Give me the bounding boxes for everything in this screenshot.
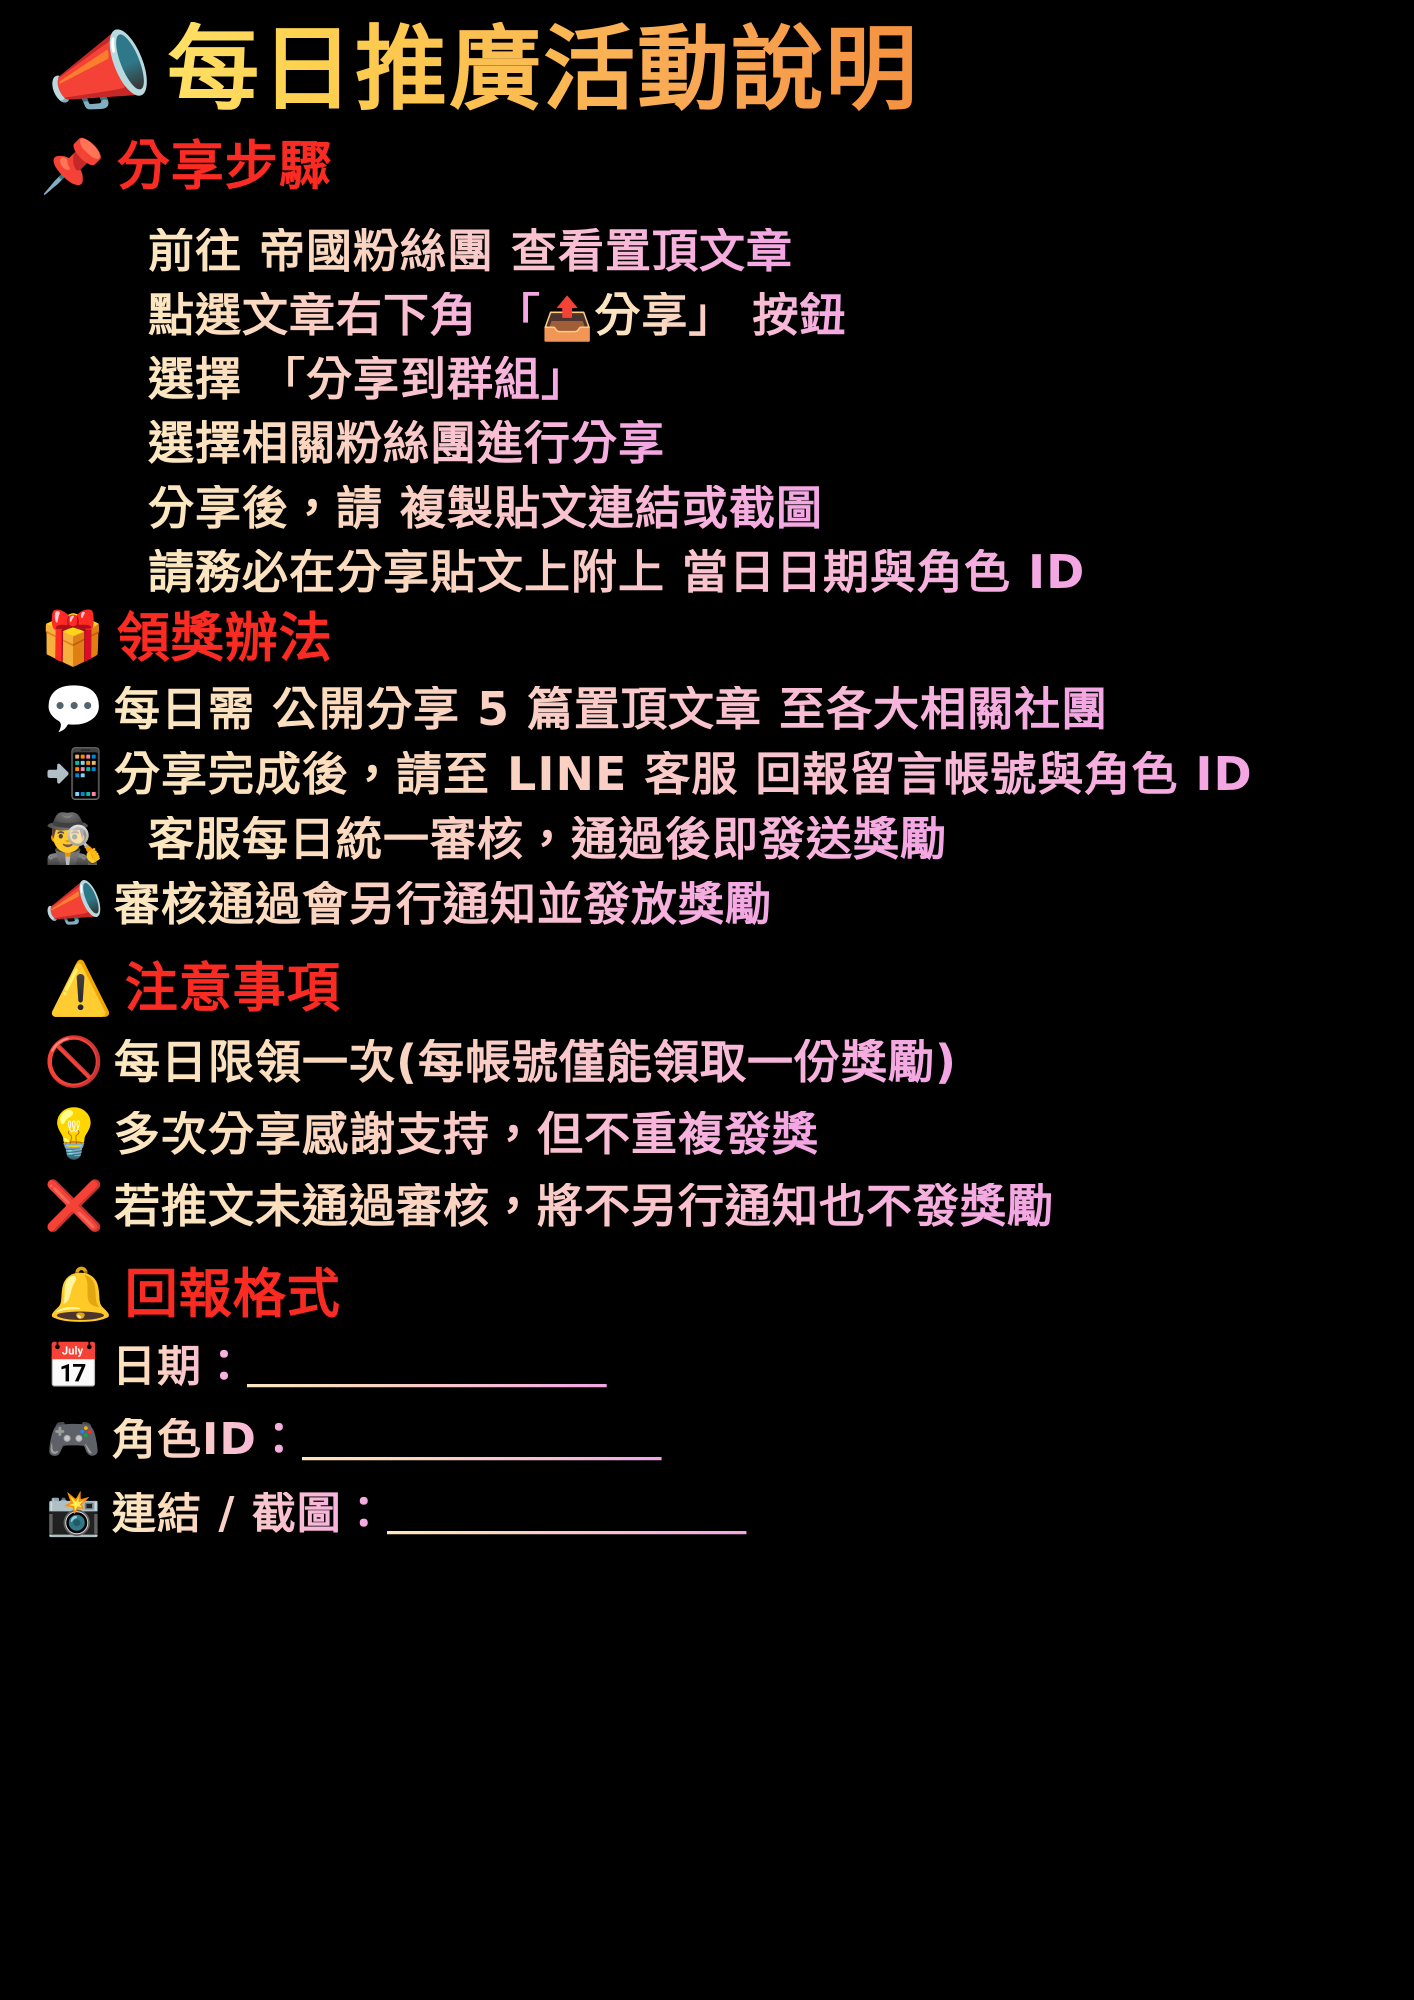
section-heading-claim-method: 🎁 領獎辦法 xyxy=(40,612,333,665)
video-game-icon: 🎮 xyxy=(46,1414,101,1465)
list-item-text: 分享完成後，請至 LINE 客服 回報留言帳號與角色 ID xyxy=(114,747,1253,801)
form-blank-date[interactable]: ＿＿＿＿＿＿＿＿ xyxy=(247,1341,607,1392)
section-title-share-steps: 分享步驟 xyxy=(116,136,333,197)
section-heading-notices: ⚠️ 注意事項 xyxy=(48,962,341,1015)
detective-man-icon: 🕵️‍♂️ xyxy=(44,811,106,867)
step-item: 分享後，請 複製貼文連結或截圖 xyxy=(148,481,824,535)
step-item: 前往 帝國粉絲團 查看置頂文章 xyxy=(148,224,794,278)
warning-icon: ⚠️ xyxy=(48,958,113,1019)
calendar-icon: 📅 xyxy=(46,1341,101,1392)
gift-icon: 🎁 xyxy=(40,608,105,669)
section-title-report-format: 回報格式 xyxy=(124,1264,341,1325)
pushpin-icon: 📌 xyxy=(40,136,105,197)
step-item: 點選文章右下角 「📤 分享」 按鈕 xyxy=(148,292,846,340)
list-item: 📣 審核通過會另行通知並發放獎勵 xyxy=(44,880,772,928)
form-label-link-screenshot: 連結 / 截圖： xyxy=(112,1488,387,1539)
step-item: 請務必在分享貼文上附上 當日日期與角色 ID xyxy=(148,545,1086,599)
list-item-text: 審核通過會另行通知並發放獎勵 xyxy=(114,877,772,931)
list-item-text: 客服每日統一審核，通過後即發送獎勵 xyxy=(148,812,947,866)
step-item: 選擇相關粉絲團進行分享 xyxy=(148,416,665,470)
list-item-text: 每日需 公開分享 5 篇置頂文章 至各大相關社團 xyxy=(114,682,1109,736)
form-row-date: 📅 日期： ＿＿＿＿＿＿＿＿ xyxy=(46,1345,607,1389)
step-item: 選擇 「分享到群組」 xyxy=(148,352,589,406)
list-item-text: 每日限領一次(每帳號僅能領取一份獎勵) xyxy=(114,1035,958,1089)
camera-flash-icon: 📸 xyxy=(46,1488,101,1539)
section-title-claim-method: 領獎辦法 xyxy=(116,608,333,669)
list-item: ❌ 若推文未通過審核，將不另行通知也不發獎勵 xyxy=(44,1182,1054,1230)
list-item-text: 若推文未通過審核，將不另行通知也不發獎勵 xyxy=(114,1179,1054,1233)
page-header: 📣 每日推廣活動說明 xyxy=(46,10,919,130)
form-blank-link-screenshot[interactable]: ＿＿＿＿＿＿＿＿ xyxy=(386,1488,747,1539)
form-label-date: 日期： xyxy=(112,1341,247,1392)
list-item: 🚫 每日限領一次(每帳號僅能領取一份獎勵) xyxy=(44,1038,957,1086)
step-text-prefix: 點選文章右下角 「 xyxy=(148,288,542,342)
cross-mark-icon: ❌ xyxy=(44,1178,104,1234)
form-row-link-screenshot: 📸 連結 / 截圖： ＿＿＿＿＿＿＿＿ xyxy=(46,1492,747,1536)
megaphone-icon: 📣 xyxy=(44,876,104,932)
speech-balloon-icon: 💬 xyxy=(44,681,104,737)
form-label-character-id: 角色ID： xyxy=(112,1414,302,1465)
outbox-tray-icon: 📤 xyxy=(541,294,595,343)
list-item: 📲 分享完成後，請至 LINE 客服 回報留言帳號與角色 ID xyxy=(44,750,1253,798)
step-text-suffix: 分享」 按鈕 xyxy=(594,288,847,342)
section-heading-share-steps: 📌 分享步驟 xyxy=(40,140,333,193)
list-item: 💬 每日需 公開分享 5 篇置頂文章 至各大相關社團 xyxy=(44,685,1108,733)
section-title-notices: 注意事項 xyxy=(124,958,341,1019)
form-row-character-id: 🎮 角色ID： ＿＿＿＿＿＿＿＿ xyxy=(46,1418,662,1462)
megaphone-icon: 📣 xyxy=(46,22,154,122)
light-bulb-icon: 💡 xyxy=(44,1106,104,1162)
bell-icon: 🔔 xyxy=(48,1264,113,1325)
form-blank-character-id[interactable]: ＿＿＿＿＿＿＿＿ xyxy=(301,1414,662,1465)
section-heading-report-format: 🔔 回報格式 xyxy=(48,1268,341,1321)
prohibited-icon: 🚫 xyxy=(44,1034,104,1090)
page-title: 每日推廣活動說明 xyxy=(167,15,920,123)
list-item-text: 多次分享感謝支持，但不重複發獎 xyxy=(114,1107,819,1161)
list-item: 💡 多次分享感謝支持，但不重複發獎 xyxy=(44,1110,819,1158)
list-item: 🕵️‍♂️ 客服每日統一審核，通過後即發送獎勵 xyxy=(44,815,947,863)
mobile-phone-with-arrow-icon: 📲 xyxy=(44,746,104,802)
